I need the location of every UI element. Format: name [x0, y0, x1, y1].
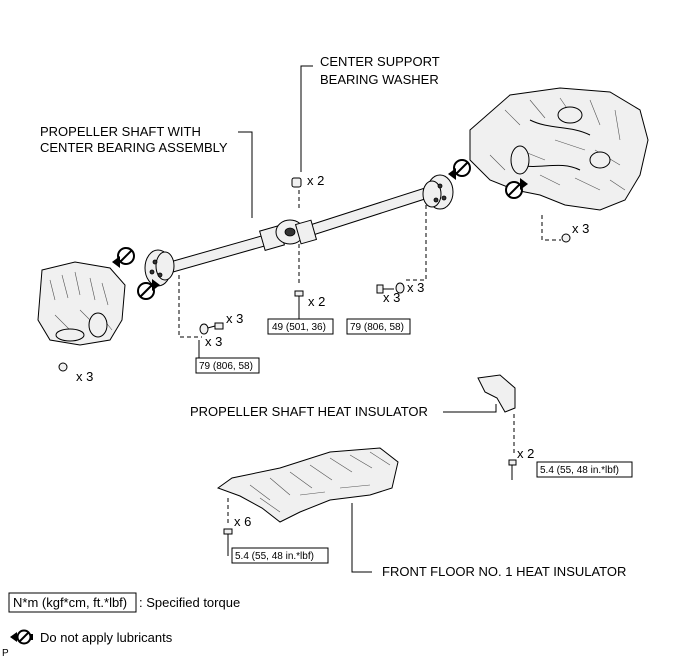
corner-mark: P — [2, 648, 9, 659]
qty-washer: x 2 — [307, 173, 324, 188]
front-floor-heat-insulator — [216, 447, 399, 523]
qty-front-washers: x 3 — [205, 334, 222, 349]
no-lubricant-marker — [505, 178, 528, 199]
heat-insulator-bolt — [508, 459, 517, 474]
legend: N*m (kgf*cm, ft.*lbf) : Specified torque… — [8, 592, 240, 645]
differential-assembly — [37, 261, 126, 346]
no-lubricant-marker — [448, 159, 471, 180]
qty-transmission-nuts: x 3 — [572, 221, 589, 236]
center-support-washer — [291, 177, 302, 188]
qty-differential-nuts: x 3 — [76, 369, 93, 384]
torque-rear-flange: 79 (806, 58) — [350, 322, 404, 333]
rear-flange-bolt — [376, 282, 405, 294]
torque-center-support: 49 (501, 36) — [272, 322, 326, 333]
legend-torque-box — [8, 592, 137, 613]
torque-box-rear-flange — [346, 318, 411, 335]
propeller-shaft-label-2: CENTER BEARING ASSEMBLY — [40, 140, 228, 155]
legend-torque-text: : Specified torque — [139, 595, 240, 610]
legend-lubricant-text: Do not apply lubricants — [40, 630, 173, 645]
torque-box-floor-insulator — [231, 547, 329, 564]
torque-heat-insulator: 5.4 (55, 48 in.*lbf) — [540, 465, 619, 476]
differential-nut — [58, 362, 68, 372]
torque-floor-insulator: 5.4 (55, 48 in.*lbf) — [235, 551, 314, 562]
front-flange-bolt — [199, 322, 224, 335]
torque-front-flange: 79 (806, 58) — [199, 361, 253, 372]
propeller-shaft-label-1: PROPELLER SHAFT WITH — [40, 124, 201, 139]
heat-insulator-label: PROPELLER SHAFT HEAT INSULATOR — [190, 404, 428, 419]
qty-support-bolts: x 2 — [308, 294, 325, 309]
transmission-assembly — [469, 87, 649, 211]
propeller-shaft — [144, 174, 454, 287]
qty-floor-nuts: x 6 — [234, 514, 251, 529]
qty-rear-bolts: x 3 — [383, 290, 400, 305]
qty-insulator-bolts: x 2 — [517, 446, 534, 461]
torque-box-front-flange — [195, 357, 260, 374]
center-support-bolt — [294, 290, 304, 309]
no-lubricant-marker — [112, 247, 135, 268]
torque-box-heat-insulator — [536, 461, 633, 478]
torque-box-center-support — [267, 318, 334, 335]
floor-insulator-nut — [223, 528, 233, 540]
no-lubricant-icon — [10, 629, 33, 645]
transmission-nut — [561, 233, 571, 243]
leader-lines — [178, 65, 561, 573]
floor-insulator-label: FRONT FLOOR NO. 1 HEAT INSULATOR — [382, 564, 626, 579]
center-support-washer-label-1: CENTER SUPPORT — [320, 54, 440, 69]
qty-rear-washers: x 3 — [407, 280, 424, 295]
center-support-washer-label-2: BEARING WASHER — [320, 72, 439, 87]
no-lubricant-marker — [137, 279, 160, 300]
qty-front-bolts: x 3 — [226, 311, 243, 326]
legend-torque-units: N*m (kgf*cm, ft.*lbf) — [13, 595, 127, 610]
propeller-shaft-heat-insulator — [477, 374, 516, 413]
